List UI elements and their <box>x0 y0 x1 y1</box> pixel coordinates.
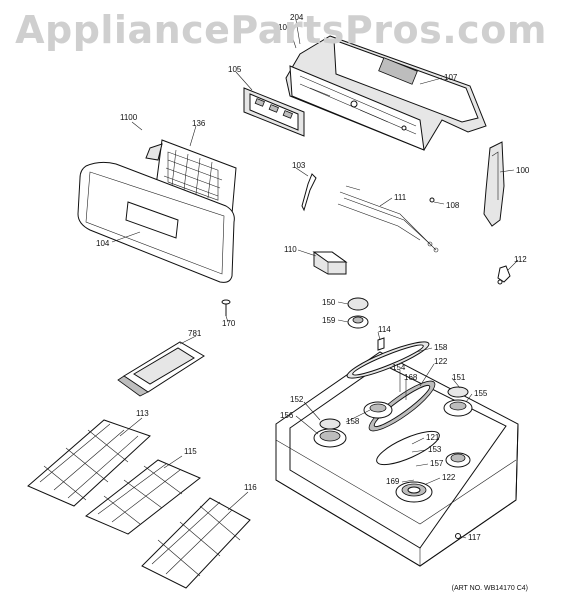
label-110: 110 <box>284 245 297 254</box>
burner-left-front <box>313 418 347 448</box>
lid-781 <box>117 341 205 397</box>
watermark: AppliancePartsPros.com <box>15 8 547 52</box>
screw-108 <box>429 197 435 203</box>
label-107: 107 <box>444 73 458 82</box>
label-1100: 1100 <box>120 113 138 122</box>
screw-170 <box>221 299 231 316</box>
label-781: 781 <box>188 329 202 338</box>
label-114: 114 <box>378 325 391 334</box>
screw-117 <box>455 533 461 539</box>
part-114 <box>377 337 385 351</box>
label-103: 103 <box>292 161 306 170</box>
backsplash-assembly <box>285 35 487 151</box>
label-136: 136 <box>192 119 206 128</box>
label-170: 170 <box>222 319 236 328</box>
label-122b: 122 <box>442 473 456 482</box>
label-152: 152 <box>290 395 304 404</box>
label-105: 105 <box>228 65 242 74</box>
control-board <box>243 87 305 137</box>
label-116: 116 <box>244 483 257 492</box>
label-104: 104 <box>96 239 110 248</box>
label-112: 112 <box>514 255 527 264</box>
label-115: 115 <box>184 447 197 456</box>
label-156: 156 <box>280 411 294 420</box>
label-158b: 158 <box>346 417 360 426</box>
label-100: 100 <box>516 166 530 175</box>
label-117: 117 <box>468 533 481 542</box>
label-121: 121 <box>426 433 440 442</box>
burner-right-rear <box>443 386 473 417</box>
label-122a: 122 <box>434 357 448 366</box>
label-108: 108 <box>446 201 460 210</box>
label-159: 159 <box>322 316 336 325</box>
grate-113 <box>27 419 151 507</box>
bracket-112 <box>497 265 511 285</box>
label-151: 151 <box>452 373 466 382</box>
label-106: 106 <box>278 23 292 32</box>
burner-right-front <box>395 481 433 503</box>
label-150: 150 <box>322 298 336 307</box>
label-111: 111 <box>394 193 407 202</box>
label-157: 157 <box>430 459 444 468</box>
label-204: 204 <box>290 13 304 22</box>
label-158a: 158 <box>434 343 448 352</box>
side-trim <box>483 141 505 227</box>
grate-116 <box>141 497 251 589</box>
label-113: 113 <box>136 409 149 418</box>
burner-center-front <box>445 452 471 468</box>
leader-lines <box>111 19 519 539</box>
label-155: 155 <box>474 389 488 398</box>
wire-bracket <box>301 173 317 212</box>
grate-115 <box>85 459 201 535</box>
control-panel-face <box>77 161 235 283</box>
label-153: 153 <box>428 445 442 454</box>
burner-left-rear <box>363 401 393 419</box>
art-number: (ART NO. WB14170 C4) <box>451 585 528 592</box>
burner-head-159 <box>347 315 369 329</box>
label-168: 168 <box>404 373 418 382</box>
wire-harness <box>337 185 439 253</box>
burner-cap-150 <box>347 297 369 311</box>
spark-module <box>312 251 348 275</box>
label-169: 169 <box>386 477 400 486</box>
part-labels: 204 106 107 105 1100 136 100 103 111 108… <box>96 13 530 542</box>
label-154: 154 <box>392 363 406 372</box>
